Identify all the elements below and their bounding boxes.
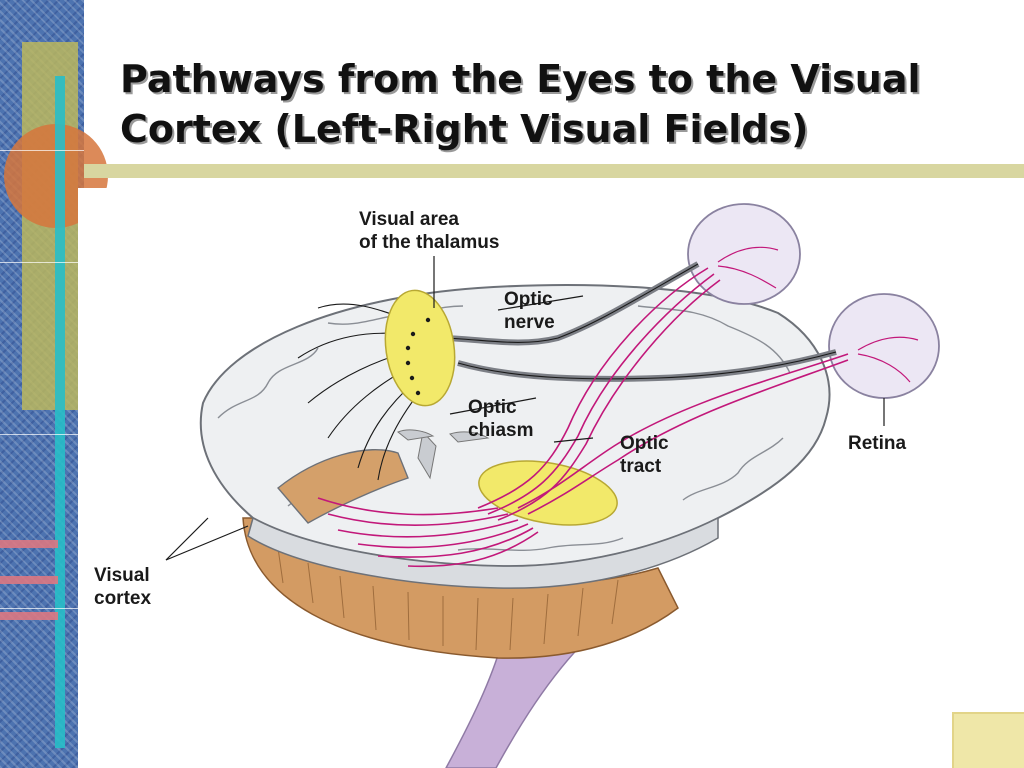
decorative-pink-bar <box>0 576 58 584</box>
eyeball-lower <box>828 293 940 399</box>
label-optic-chiasm-line-2: chiasm <box>468 420 534 441</box>
label-optic-tract-line-1: Optic <box>620 433 669 454</box>
occipital-notch <box>276 449 409 524</box>
label-optic-nerve: Optic nerve <box>504 288 555 334</box>
decorative-rule <box>0 150 84 151</box>
brain-section-rim <box>247 516 719 589</box>
decorative-side-strip <box>0 0 108 768</box>
slide-title-line-2: Cortex (Left-Right Visual Fields) <box>120 107 809 151</box>
label-thalamus-line-1: Visual area <box>359 209 460 230</box>
decorative-rule <box>0 434 84 435</box>
label-optic-tract: Optic tract <box>620 432 669 478</box>
decorative-teal-bar <box>55 76 65 748</box>
label-retina: Retina <box>848 432 906 455</box>
lateral-geniculate-area <box>478 460 618 526</box>
label-optic-tract-line-2: tract <box>620 456 662 477</box>
visual-pathway-diagram <box>165 203 940 768</box>
decorative-pink-bar <box>0 612 58 620</box>
lateral-ventricle <box>449 431 490 443</box>
cerebellum-folia <box>277 547 619 651</box>
label-visual-cortex-line-1: Visual <box>94 565 150 586</box>
slide-title-line-1: Pathways from the Eyes to the Visual <box>120 57 921 101</box>
thalamus-visual-area <box>384 289 456 407</box>
label-thalamus-line-2: of the thalamus <box>359 232 500 253</box>
decorative-rule <box>0 608 84 609</box>
decorative-pink-bar <box>0 540 58 548</box>
optic-tract-pathways <box>317 267 849 568</box>
label-leader-lines <box>165 256 885 561</box>
label-optic-nerve-line-1: Optic <box>504 289 553 310</box>
decorative-rule <box>0 262 84 263</box>
decorative-corner-block <box>952 712 1024 768</box>
label-optic-chiasm-line-1: Optic <box>468 397 517 418</box>
title-underline-bar <box>84 164 1024 178</box>
thalamus-nuclei <box>405 317 431 396</box>
label-visual-cortex-line-2: cortex <box>94 588 152 609</box>
label-visual-area-thalamus: Visual area of the thalamus <box>359 208 499 254</box>
third-ventricle <box>417 430 437 480</box>
label-optic-chiasm: Optic chiasm <box>468 396 533 442</box>
eyeball-upper <box>687 203 801 305</box>
label-retina-text: Retina <box>848 433 907 454</box>
lateral-ventricle <box>397 429 435 441</box>
label-visual-cortex: Visual cortex <box>94 564 151 610</box>
retina-vessels <box>717 246 919 383</box>
visual-pathway-figure: Visual area of the thalamus Optic nerve … <box>78 188 1024 768</box>
slide-title: Pathways from the Eyes to the Visual Cor… <box>120 54 1000 154</box>
label-optic-nerve-line-2: nerve <box>504 312 555 333</box>
